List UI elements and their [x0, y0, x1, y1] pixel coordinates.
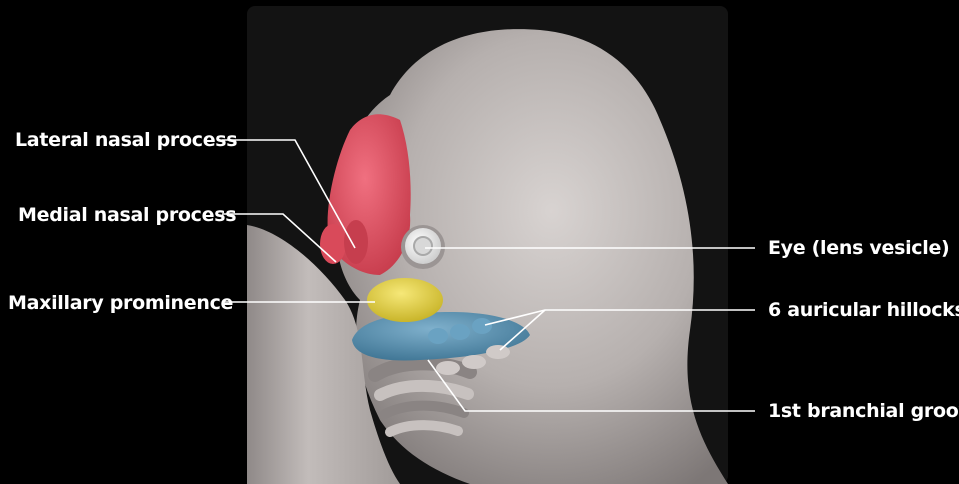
label-maxillary-prominence: Maxillary prominence — [8, 292, 233, 314]
eye-shape — [401, 225, 445, 269]
label-lateral-nasal-process: Lateral nasal process — [15, 129, 237, 151]
medial-nasal-bulge — [320, 224, 346, 264]
label-auricular-hillocks: 6 auricular hillocks — [768, 299, 959, 321]
maxillary-prominence-shape — [367, 278, 443, 322]
label-medial-nasal-process: Medial nasal process — [18, 204, 236, 226]
label-branchial-groove: 1st branchial groove — [768, 400, 959, 422]
label-eye: Eye (lens vesicle) — [768, 237, 949, 259]
